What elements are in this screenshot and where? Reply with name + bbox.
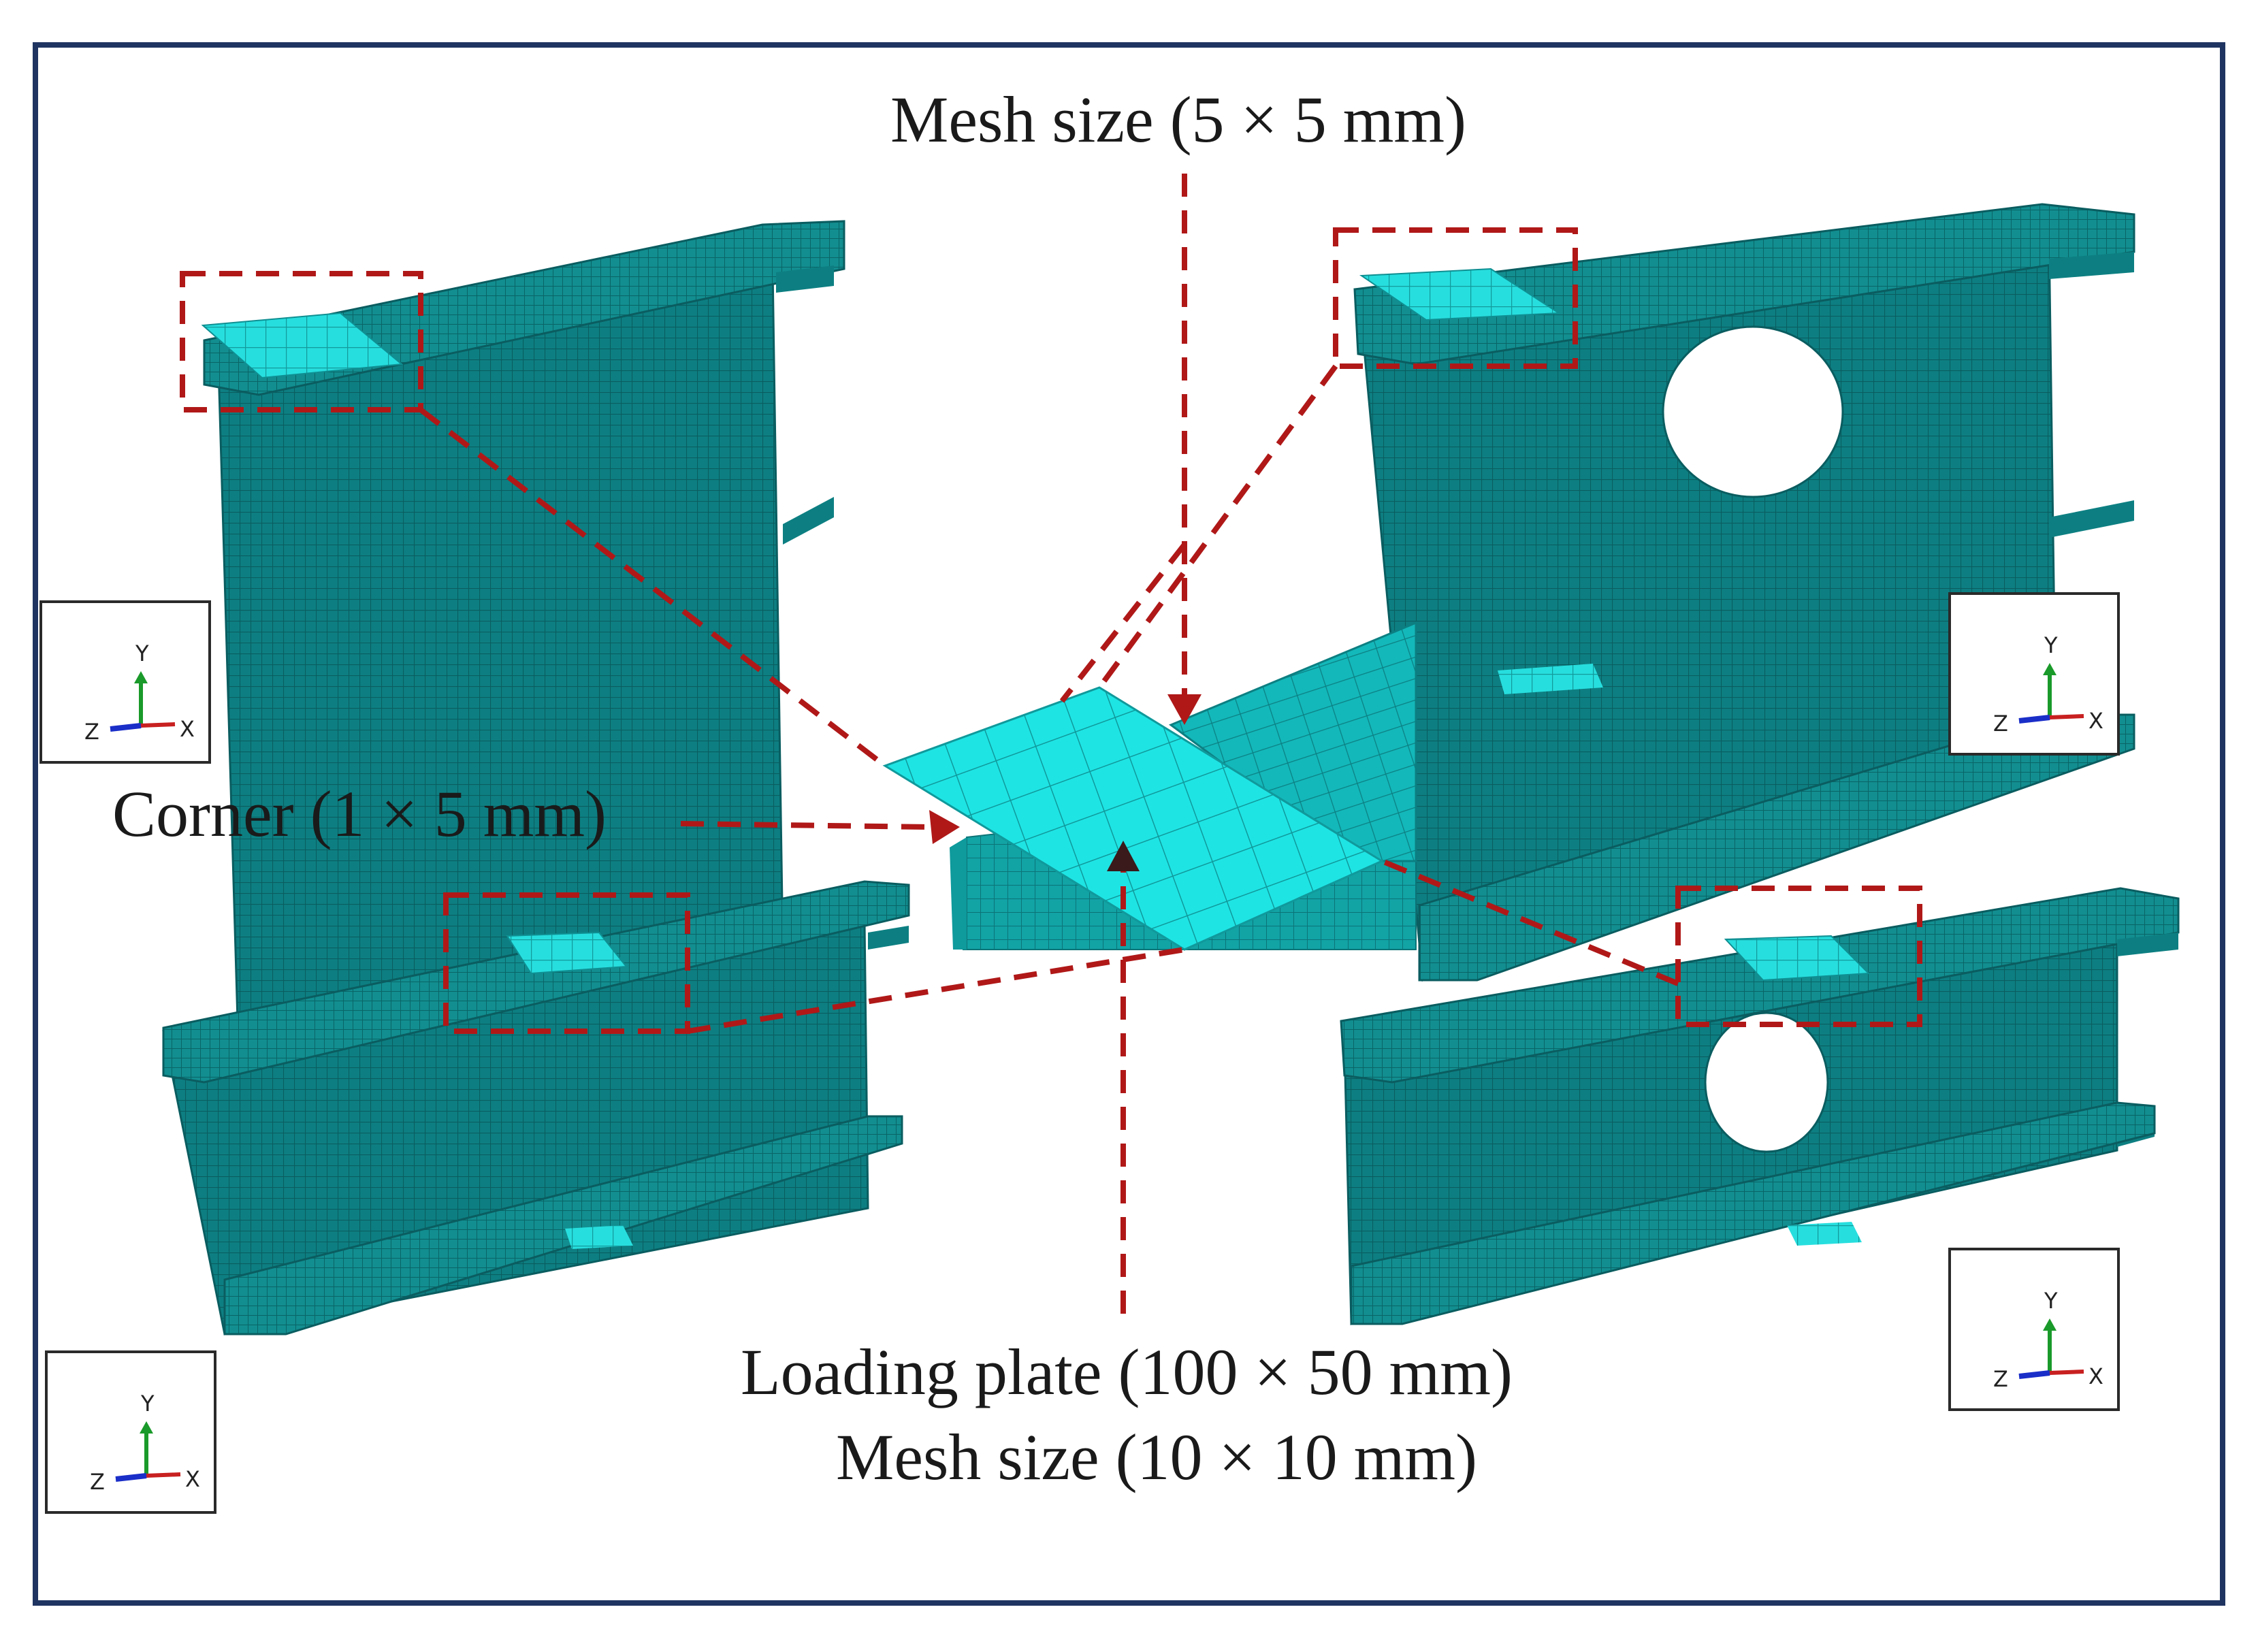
axis-label-y: Y <box>135 641 149 666</box>
axis-label-z: Z <box>84 719 99 745</box>
label-mesh-size-bottom: Mesh size (10 × 10 mm) <box>836 1421 1477 1493</box>
beam-bottom-right <box>1340 887 2180 1325</box>
arrowhead-corner <box>929 810 960 844</box>
beam-top-right-support-plate <box>1498 664 1603 694</box>
beam-bottom-left-end-lip <box>868 926 909 950</box>
beam-bottom-right-loading-plate <box>1724 935 1871 982</box>
axis-label-x: X <box>2088 1363 2103 1389</box>
label-corner: Corner (1 × 5 mm) <box>112 777 607 850</box>
axis-label-y: Y <box>140 1391 155 1416</box>
mesh-detail-zoom <box>882 621 1417 951</box>
axis-label-z: Z <box>90 1469 105 1495</box>
arrowhead-mesh-top <box>1167 694 1201 725</box>
highlight-box-top-left <box>180 271 423 412</box>
highlight-box-bottom-left <box>443 892 690 1034</box>
axis-label-y: Y <box>2044 1288 2058 1314</box>
beam-top-right <box>1353 203 2135 982</box>
leader-arrowheads <box>929 694 1201 871</box>
highlight-box-top-right <box>1333 227 1578 369</box>
axis-label-x: X <box>185 1466 200 1492</box>
leader-top-right <box>1097 364 1338 690</box>
axis-label-x: X <box>2088 708 2103 734</box>
beam-top-right-loading-plate <box>1359 268 1562 321</box>
axis-label-x: X <box>180 716 195 742</box>
beam-bottom-left-support-plate <box>565 1225 633 1249</box>
axis-label-z: Z <box>1993 711 2008 736</box>
highlight-boxes <box>180 227 1922 1034</box>
leader-bottom-left <box>687 947 1185 1034</box>
leader-top-left <box>419 407 887 768</box>
beam-bottom-left-bottom-flange <box>223 1115 903 1335</box>
label-mesh-size-top: Mesh size (5 × 5 mm) <box>890 83 1466 156</box>
beam-bottom-left-top-flange <box>162 880 910 1084</box>
beam-top-left-end-lip-bottom <box>783 497 834 545</box>
beam-bottom-right-support-plate <box>1787 1222 1862 1246</box>
leader-bottom-right <box>1381 858 1679 986</box>
highlight-box-bottom-right <box>1675 886 1922 1027</box>
axis-triad-bottom-right: Y X Z <box>1948 1248 2120 1411</box>
detail-corner-strip <box>950 837 967 950</box>
beam-top-right-web-opening <box>1662 325 1844 498</box>
beam-bottom-right-end-lip <box>2117 933 2178 956</box>
leader-corner <box>680 821 930 830</box>
beam-top-right-end-lip-low <box>2049 500 2134 538</box>
axis-triad-top-right: Y X Z <box>1948 592 2120 756</box>
beam-top-left-loading-plate <box>201 312 404 379</box>
axis-triad-top-left: Y X Z <box>39 600 211 764</box>
figure-border <box>33 42 2225 1606</box>
leader-mesh-top-diag <box>1059 542 1187 703</box>
beam-bottom-right-web-opening <box>1704 1011 1829 1153</box>
axis-label-y: Y <box>2044 632 2058 658</box>
axis-label-z: Z <box>1993 1366 2008 1392</box>
beam-bottom-left <box>162 880 910 1335</box>
axis-triad-bottom-left: Y X Z <box>45 1350 216 1514</box>
arrowhead-loading-plate <box>1107 841 1140 871</box>
leader-lines <box>419 174 1679 1314</box>
label-loading-plate: Loading plate (100 × 50 mm) <box>741 1335 1513 1408</box>
beam-bottom-right-bottom-flange <box>1350 1101 2156 1325</box>
beam-bottom-left-loading-plate <box>506 931 628 975</box>
beam-top-right-end-lip <box>2049 252 2134 279</box>
beam-top-left-end-lip-top <box>776 265 834 293</box>
detail-loading-plate <box>882 686 1385 951</box>
